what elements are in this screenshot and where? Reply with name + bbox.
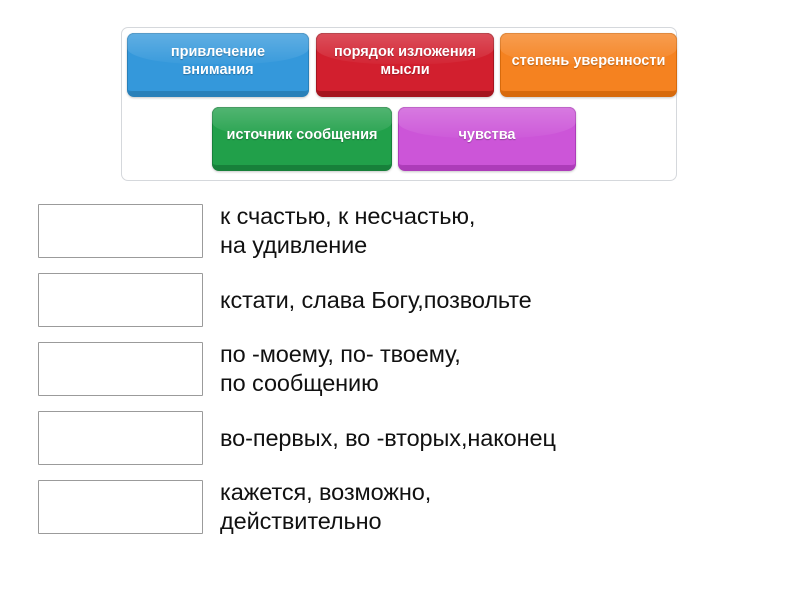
tile-row-top: привлечение внимания порядок изложения м… <box>127 33 677 97</box>
answer-bank-panel: привлечение внимания порядок изложения м… <box>121 27 677 181</box>
tile-label: источник сообщения <box>226 126 378 143</box>
dropzone-2[interactable] <box>38 273 203 327</box>
question-row: во-первых, во -вторых,наконец <box>0 411 800 465</box>
tile-label: чувства <box>458 126 516 143</box>
question-row: кстати, слава Богу,позвольте <box>0 273 800 327</box>
question-row: кажется, возможно, действительно <box>0 478 800 536</box>
question-row: к счастью, к несчастью, на удивление <box>0 202 800 260</box>
tile-stepen-uverennosti[interactable]: степень уверенности <box>500 33 677 97</box>
question-text-2: кстати, слава Богу,позвольте <box>220 286 532 313</box>
question-text-1: к счастью, к несчастью, на удивление <box>220 203 476 258</box>
question-row: по -моему, по- твоему, по сообщению <box>0 340 800 398</box>
tile-poryadok-izlozheniya-mysli[interactable]: порядок изложения мысли <box>316 33 494 97</box>
tile-label: порядок изложения мысли <box>334 43 476 78</box>
tile-label: привлечение внимания <box>170 43 266 78</box>
question-text-5: кажется, возможно, действительно <box>220 479 432 534</box>
question-list: к счастью, к несчастью, на удивление кст… <box>0 202 800 549</box>
tile-istochnik-soobshcheniya[interactable]: источник сообщения <box>212 107 392 171</box>
question-text-4: во-первых, во -вторых,наконец <box>220 424 556 451</box>
tile-label: степень уверенности <box>511 52 666 69</box>
dropzone-5[interactable] <box>38 480 203 534</box>
dropzone-3[interactable] <box>38 342 203 396</box>
tile-chuvstva[interactable]: чувства <box>398 107 576 171</box>
dropzone-4[interactable] <box>38 411 203 465</box>
tile-row-bottom: источник сообщения чувства <box>212 107 576 171</box>
tile-privlechenie-vnimaniya[interactable]: привлечение внимания <box>127 33 309 97</box>
dropzone-1[interactable] <box>38 204 203 258</box>
question-text-3: по -моему, по- твоему, по сообщению <box>220 341 461 396</box>
